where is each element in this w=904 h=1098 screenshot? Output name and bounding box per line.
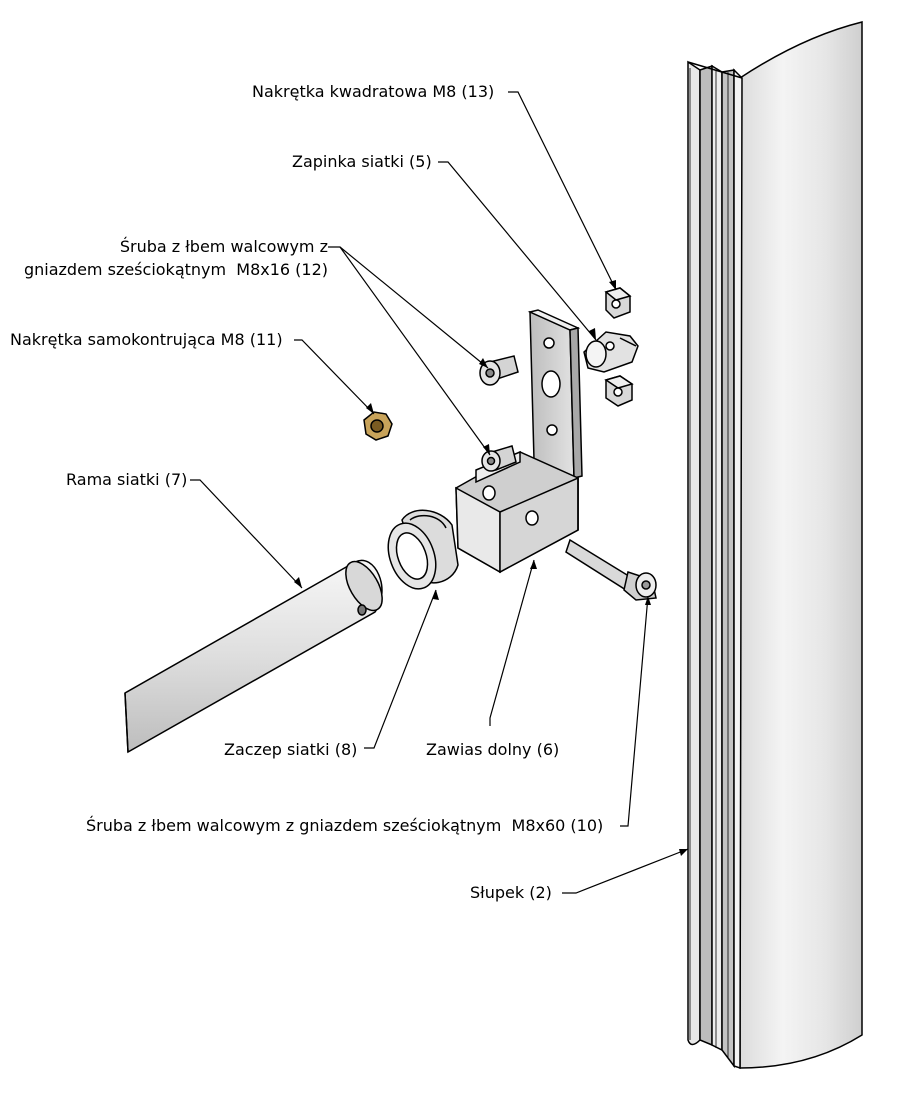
label-screw-m8x16-line1: Śruba z łbem walcowym z	[119, 237, 328, 256]
leader-clip-mesh	[438, 161, 597, 341]
screw-m8x16-lower-shape	[481, 445, 517, 472]
label-screw-m8x60: Śruba z łbem walcowym z gniazdem sześcio…	[86, 816, 604, 835]
hook-ring-shape	[387, 509, 459, 590]
leader-lines	[190, 91, 689, 894]
label-post: Słupek (2)	[470, 883, 552, 902]
frame-tube-shape	[124, 559, 383, 754]
mesh-clip-shape	[583, 331, 639, 373]
post-shape	[687, 21, 863, 1070]
label-frame: Rama siatki (7)	[66, 470, 188, 489]
leader-nut-square	[508, 91, 617, 291]
self-locking-nut-shape	[363, 411, 393, 441]
leader-hinge	[489, 559, 535, 726]
label-hook: Zaczep siatki (8)	[224, 740, 358, 759]
leader-arrowheads	[294, 280, 688, 856]
label-screw-m8x16-line2: gniazdem sześciokątnym M8x16 (12)	[23, 260, 328, 279]
hinge-bracket-shape	[455, 309, 583, 574]
leader-screw-m8x16-b	[339, 246, 491, 456]
leader-screw-m8x16-a	[328, 246, 489, 369]
leader-screw-m8x60	[620, 595, 649, 827]
leader-frame	[190, 479, 303, 589]
screw-m8x60-shape	[565, 538, 657, 601]
leader-nut-selflock	[294, 339, 375, 415]
square-nut-upper-shape	[604, 287, 632, 319]
leader-post	[562, 848, 689, 894]
leader-hook	[364, 589, 437, 749]
label-clip-mesh: Zapinka siatki (5)	[292, 152, 432, 171]
label-hinge: Zawias dolny (6)	[426, 740, 560, 759]
square-nut-lower-shape	[604, 375, 634, 407]
label-nut-selflock: Nakrętka samokontrująca M8 (11)	[10, 330, 283, 349]
screw-m8x16-upper-shape	[479, 355, 519, 386]
label-nut-square: Nakrętka kwadratowa M8 (13)	[252, 82, 495, 101]
